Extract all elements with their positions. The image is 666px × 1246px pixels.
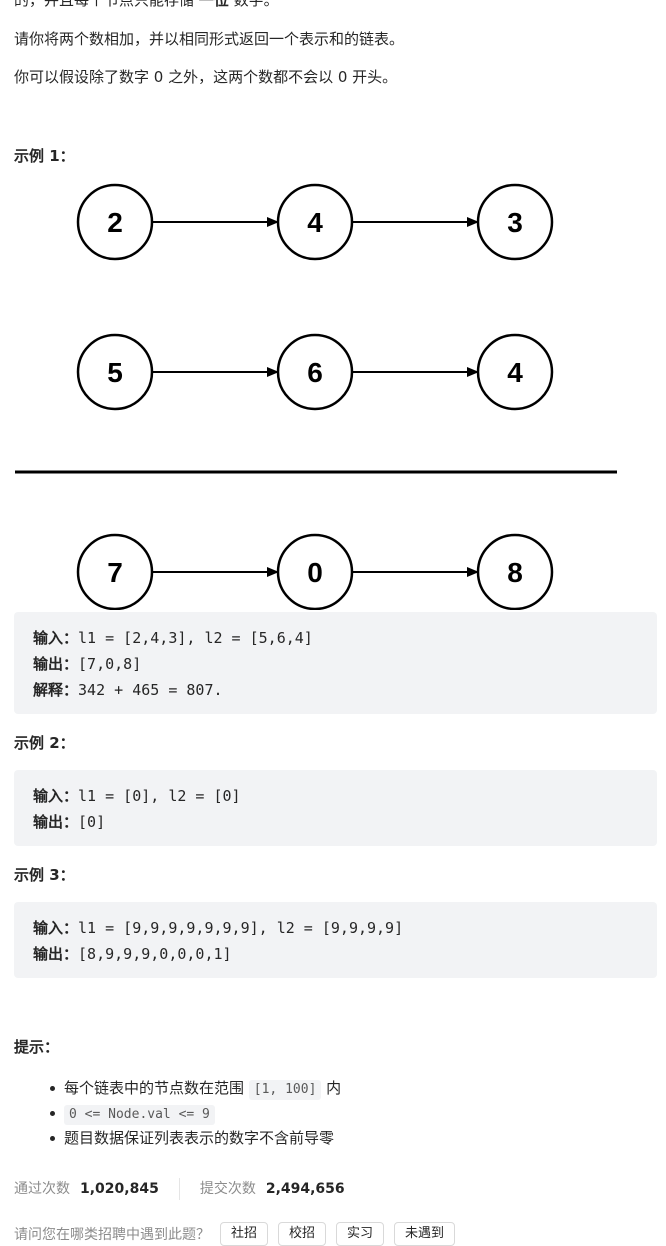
accepted-count: 1,020,845: [80, 1181, 159, 1197]
example-2-code: 输入：l1 = [0], l2 = [0] 输出：[0]: [14, 770, 657, 846]
node-circle-row1-3: [476, 183, 554, 261]
input-label: 输入：: [33, 787, 79, 805]
submitted-label: 提交次数: [199, 1181, 256, 1197]
accepted-label: 通过次数: [14, 1181, 70, 1197]
description-line-0: 的，并且每个节点只能存储 一位 数字。: [14, 0, 279, 9]
linked-list-diagram: 2 4 3 5 6 4 7 0 8: [15, 183, 617, 610]
example-3-code: 输入：l1 = [9,9,9,9,9,9,9], l2 = [9,9,9,9] …: [14, 902, 657, 978]
list-item: 每个链表中的节点数在范围 [1, 100] 内: [44, 1076, 341, 1101]
example-1-title: 示例 1：: [14, 147, 75, 165]
node-circle-row2-2: [276, 333, 354, 411]
list-item: 0 <= Node.val <= 9: [44, 1101, 341, 1126]
node-value-row1-1: 2: [107, 207, 123, 238]
output-label: 输出：: [33, 945, 79, 963]
inline-code: 0 <= Node.val <= 9: [64, 1105, 215, 1125]
tips-list: 每个链表中的节点数在范围 [1, 100] 内 0 <= Node.val <=…: [44, 1076, 341, 1151]
output-value: [8,9,9,9,0,0,0,1]: [78, 945, 232, 963]
tips-title: 提示：: [14, 1038, 60, 1056]
interview-survey: 请问您在哪类招聘中遇到此题？ 社招 校招 实习 未遇到: [14, 1222, 456, 1246]
node-circle-row2-3: [476, 333, 554, 411]
node-circle-row3-1: [76, 533, 154, 610]
node-circle-row1-1: [76, 183, 154, 261]
submission-stats: 通过次数 1,020,845 提交次数 2,494,656: [14, 1178, 345, 1200]
output-label: 输出：: [33, 813, 79, 831]
example-3-title: 示例 3：: [14, 866, 75, 884]
list-item: 题目数据保证列表表示的数字不含前导零: [44, 1126, 341, 1151]
node-value-row3-2: 0: [307, 557, 323, 588]
description-line-2: 你可以假设除了数字 0 之外，这两个数都不会以 0 开头。: [14, 68, 398, 86]
node-value-row1-3: 3: [507, 207, 523, 238]
input-label: 输入：: [33, 919, 79, 937]
node-value-row2-3: 4: [507, 357, 523, 388]
node-value-row3-1: 7: [107, 557, 123, 588]
example-2-title: 示例 2：: [14, 734, 75, 752]
input-value: l1 = [9,9,9,9,9,9,9], l2 = [9,9,9,9]: [78, 919, 404, 937]
description-line-1: 请你将两个数相加，并以相同形式返回一个表示和的链表。: [14, 30, 405, 48]
example-1-code: 输入：l1 = [2,4,3], l2 = [5,6,4] 输出：[7,0,8]…: [14, 612, 657, 714]
submitted-count: 2,494,656: [265, 1181, 345, 1197]
node-circle-row3-2: [276, 533, 354, 610]
node-value-row2-1: 5: [107, 357, 123, 388]
output-label: 输出：: [33, 655, 79, 673]
tag-campus[interactable]: 校招: [278, 1222, 327, 1246]
node-value-row1-2: 4: [307, 207, 323, 238]
node-circle-row1-2: [276, 183, 354, 261]
output-value: [7,0,8]: [78, 655, 142, 673]
input-label: 输入：: [33, 629, 79, 647]
node-value-row2-2: 6: [307, 357, 323, 388]
input-value: l1 = [2,4,3], l2 = [5,6,4]: [78, 629, 313, 647]
explain-label: 解释：: [33, 681, 79, 699]
output-value: [0]: [78, 813, 106, 831]
node-circle-row2-1: [76, 333, 154, 411]
inline-code: [1, 100]: [248, 1080, 322, 1100]
tag-social[interactable]: 社招: [220, 1222, 269, 1246]
tag-intern[interactable]: 实习: [336, 1222, 385, 1246]
node-value-row3-3: 8: [507, 557, 523, 588]
survey-prompt: 请问您在哪类招聘中遇到此题？: [14, 1227, 210, 1243]
explain-value: 342 + 465 = 807.: [78, 681, 223, 699]
input-value: l1 = [0], l2 = [0]: [78, 787, 241, 805]
tag-none[interactable]: 未遇到: [394, 1222, 456, 1246]
stats-divider: [178, 1178, 180, 1200]
node-circle-row3-3: [476, 533, 554, 610]
